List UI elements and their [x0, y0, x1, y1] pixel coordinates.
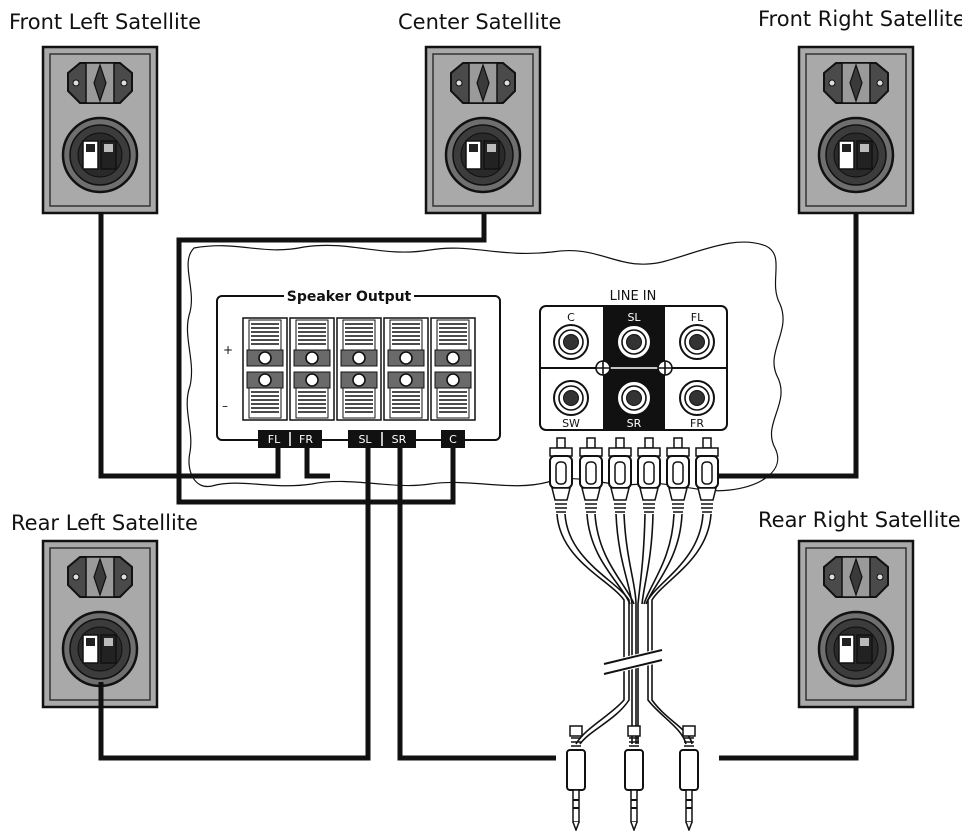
jack-sl[interactable] — [616, 324, 652, 360]
front-left-label: Front Left Satellite — [9, 10, 201, 34]
tag-fr: FR — [299, 433, 313, 446]
rear-right-label: Rear Right Satellite — [758, 508, 961, 532]
front-right-label: Front Right Satellite — [758, 7, 962, 31]
jack-label-sl: SL — [627, 311, 641, 324]
wire-rear-left — [98, 448, 371, 761]
jack-label-fl: FL — [691, 311, 704, 324]
terminal-c[interactable] — [430, 317, 476, 421]
jack-fr[interactable] — [679, 380, 715, 416]
jack-fl[interactable] — [679, 324, 715, 360]
plus-sign: + — [223, 343, 233, 357]
wire-surround-right — [397, 448, 556, 761]
jack-label-c: C — [567, 311, 575, 324]
terminal-fr[interactable] — [289, 317, 335, 421]
wire-rear-right — [719, 707, 859, 761]
jack-c[interactable] — [553, 324, 589, 360]
front-right-satellite — [797, 45, 915, 215]
tag-sl: SL — [358, 433, 372, 446]
speaker-wires — [98, 213, 859, 761]
tag-sr: SR — [392, 433, 407, 446]
center-label: Center Satellite — [398, 10, 561, 34]
line-in-title: LINE IN — [610, 289, 657, 304]
wire-front-right — [717, 213, 859, 479]
wire-center — [176, 213, 487, 505]
minus-sign: – — [222, 399, 228, 413]
speaker-output-title: Speaker Output — [287, 289, 412, 305]
terminal-sl[interactable] — [336, 317, 382, 421]
cable-cut-marks — [602, 647, 664, 677]
tag-fl: FL — [268, 433, 281, 446]
wire-front-left — [98, 213, 281, 479]
jack-sr[interactable] — [616, 380, 652, 416]
cable-bundle — [556, 513, 712, 745]
wire-fr-terminal — [304, 448, 330, 479]
terminal-sr[interactable] — [383, 317, 429, 421]
front-left-satellite — [41, 45, 159, 215]
terminal-fl[interactable] — [242, 317, 288, 421]
center-satellite — [424, 45, 542, 215]
mini-plugs — [566, 725, 699, 831]
tag-c: C — [449, 433, 457, 446]
jack-label-fr: FR — [690, 417, 704, 430]
jack-label-sr: SR — [627, 417, 642, 430]
panel-screws — [595, 360, 673, 376]
channel-tags: FL FR SL SR C — [258, 430, 465, 448]
speaker-output-title-bg — [284, 287, 414, 305]
jack-label-sw: SW — [562, 417, 580, 430]
jack-sw[interactable] — [553, 380, 589, 416]
rear-right-satellite — [797, 539, 915, 709]
rear-left-label: Rear Left Satellite — [11, 511, 198, 535]
